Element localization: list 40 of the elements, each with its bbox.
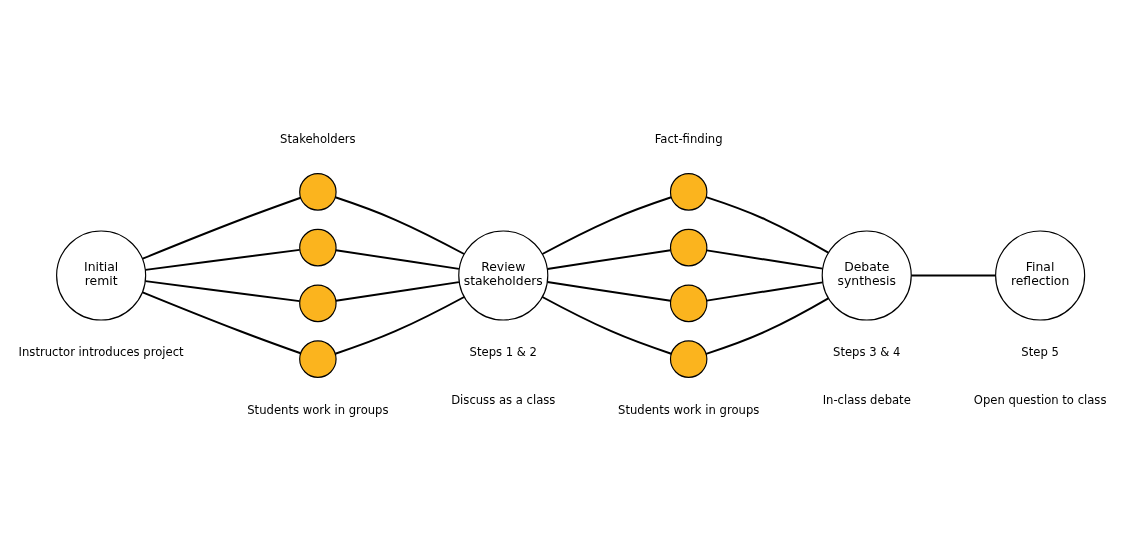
connector — [144, 248, 301, 271]
connector — [334, 249, 460, 270]
node-label: In-class debate — [822, 392, 911, 407]
connector — [141, 196, 302, 260]
connector — [705, 196, 830, 254]
connector — [334, 281, 460, 302]
connector — [705, 297, 830, 355]
node-label: Step 5 — [1021, 345, 1059, 360]
node-label: Stakeholders — [280, 131, 356, 146]
connector — [541, 196, 673, 255]
node-circle: Review stakeholders — [458, 230, 549, 321]
node-circle — [299, 228, 337, 267]
connector — [144, 280, 301, 303]
connector — [705, 281, 824, 302]
node-circle — [669, 228, 708, 267]
node-circle — [299, 340, 337, 378]
node-circle — [299, 173, 337, 211]
node-circle — [669, 173, 708, 211]
node-circle: Debate synthesis — [821, 230, 912, 321]
node-label: Steps 3 & 4 — [833, 345, 901, 360]
node-circle: Final reflection — [995, 230, 1086, 321]
node-label: Open question to class — [973, 392, 1107, 407]
connector — [334, 296, 466, 355]
connector — [546, 249, 672, 270]
node-label: Students work in groups — [618, 402, 760, 417]
node-circle: Initial remit — [56, 230, 147, 321]
node-label: Instructor introduces project — [18, 345, 184, 360]
connector — [705, 249, 824, 270]
connector — [546, 281, 672, 302]
node-label: Students work in groups — [247, 402, 389, 417]
connector — [334, 196, 466, 255]
connector — [141, 291, 302, 355]
node-circle — [669, 340, 708, 378]
node-circle — [299, 284, 337, 323]
connector — [910, 274, 997, 277]
node-label: Steps 1 & 2 — [469, 345, 537, 360]
node-label: Discuss as a class — [451, 392, 556, 407]
node-label: Fact-finding — [654, 131, 723, 146]
connector — [541, 296, 673, 355]
node-circle — [669, 284, 708, 323]
